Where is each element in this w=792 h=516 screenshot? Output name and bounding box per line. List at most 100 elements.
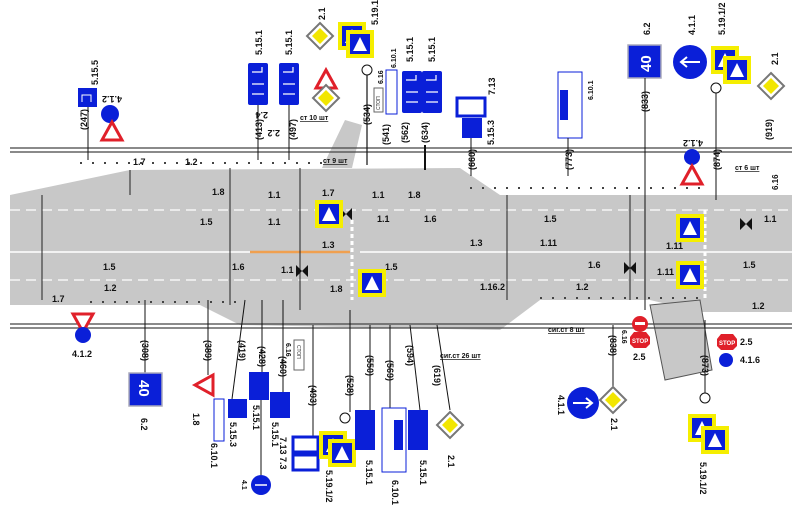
sign-6-10-1-top[interactable]: 6.10.1 (541) — [381, 48, 398, 145]
svg-text:1.11: 1.11 — [657, 267, 674, 277]
crosswalk-sign-icon — [315, 200, 343, 228]
sign-2-1-top[interactable]: 2.1 — [306, 7, 340, 112]
sign-5-19-1-2-bottom[interactable]: (528) 5.19.1/2 — [319, 310, 356, 503]
svg-text:5.15.1: 5.15.1 — [364, 460, 374, 485]
sign-2-1-bottom[interactable]: (619) 2.1 — [432, 324, 464, 468]
svg-text:1.7: 1.7 — [322, 188, 335, 198]
note-signal-posts-8: сиг.ст 8 шт — [548, 327, 585, 334]
svg-text:2.1: 2.1 — [446, 455, 456, 468]
sign-6-2-speed-40-bottom[interactable]: (308) 40 6.2 — [128, 300, 163, 431]
svg-text:1.16.2: 1.16.2 — [480, 282, 505, 292]
svg-text:4.1.1: 4.1.1 — [687, 15, 697, 35]
sign-5-15-5[interactable]: 5.15.5 (247) — [78, 60, 100, 160]
svg-text:(389): (389) — [203, 340, 213, 361]
curb-lines — [10, 147, 792, 329]
sign-4-1-1-bottom[interactable]: 4.1.1 — [556, 387, 599, 419]
sign-5-19-1-2-bottom-right[interactable]: (873) 5.19.1/2 — [688, 320, 729, 495]
svg-text:2.2: 2.2 — [267, 128, 280, 138]
svg-text:1.1: 1.1 — [268, 217, 281, 227]
svg-text:(528): (528) — [345, 375, 355, 396]
svg-text:6.10.1: 6.10.1 — [391, 48, 398, 68]
sign-6-10-1-top-right[interactable]: 6.10.1 (773) — [557, 71, 595, 176]
sign-6-16-top[interactable]: СТОП 6.16 — [373, 70, 385, 113]
svg-text:5.19.1/2: 5.19.1/2 — [324, 470, 334, 503]
svg-text:1.5: 1.5 — [103, 262, 116, 272]
svg-text:(428): (428) — [257, 346, 267, 367]
svg-text:(919): (919) — [764, 119, 774, 140]
svg-text:СТОП: СТОП — [376, 96, 382, 110]
svg-text:(308): (308) — [140, 340, 150, 361]
svg-text:(460): (460) — [278, 356, 288, 377]
svg-text:1.5: 1.5 — [544, 214, 557, 224]
sign-5-15-1-bottom-d[interactable]: (594) 5.15.1 — [405, 324, 428, 485]
svg-text:(497): (497) — [288, 119, 298, 140]
sign-4-1-2-top[interactable]: 4.1.2 — [100, 94, 124, 142]
svg-text:4.1.2: 4.1.2 — [72, 349, 92, 359]
svg-text:5.15.5: 5.15.5 — [90, 60, 100, 85]
traffic-light-icons — [296, 208, 752, 277]
svg-text:6.16: 6.16 — [284, 343, 291, 357]
svg-text:5.19.1/2: 5.19.1/2 — [698, 462, 708, 495]
svg-text:6.2: 6.2 — [642, 22, 652, 35]
sign-6-16-bottom[interactable]: СТОП 6.16 — [284, 339, 305, 371]
svg-text:(413): (413) — [254, 119, 264, 140]
svg-text:6.10.1: 6.10.1 — [588, 80, 595, 100]
sign-5-19-1-top[interactable]: 5.19.1 (534) — [338, 0, 380, 165]
svg-text:1.7: 1.7 — [133, 157, 146, 167]
road-surface — [10, 168, 792, 330]
svg-text:(247): (247) — [79, 109, 89, 130]
svg-text:STOP: STOP — [719, 341, 735, 347]
sign-5-19-1-2-top[interactable]: 5.19.1/2 (874) — [710, 2, 751, 200]
svg-text:7.13: 7.13 — [487, 77, 497, 95]
svg-text:4.1.6: 4.1.6 — [740, 355, 760, 365]
svg-text:(838): (838) — [608, 335, 618, 356]
svg-text:1.1: 1.1 — [268, 190, 281, 200]
svg-text:СТОП: СТОП — [295, 345, 301, 359]
sign-5-15-1-a[interactable]: 5.15.1 (413) 2.4 2.2 — [247, 30, 280, 160]
svg-text:1.1: 1.1 — [372, 190, 385, 200]
sign-6-10-1-5-15-3-bottom[interactable]: (419) 6.10.1 5.15.3 — [209, 299, 247, 468]
svg-text:40: 40 — [135, 380, 152, 397]
svg-text:1.3: 1.3 — [470, 238, 483, 248]
sign-7-13-5-15-3[interactable]: 7.13 5.15.3 (660) — [455, 77, 497, 176]
svg-text:5.15.1: 5.15.1 — [254, 30, 264, 55]
crosswalk-sign-icon — [676, 261, 704, 289]
note-signal-posts-26: сиг.ст 26 шт — [440, 353, 481, 360]
note-posts-9: ст 9 шт — [323, 158, 348, 165]
svg-text:1.5: 1.5 — [200, 217, 213, 227]
svg-text:5.15.1: 5.15.1 — [427, 37, 437, 62]
svg-text:(562): (562) — [400, 122, 410, 143]
sign-4-1-1-top[interactable]: 4.1.1 4.1.2 — [673, 15, 707, 186]
svg-text:2.1: 2.1 — [770, 52, 780, 65]
svg-text:4.1.1: 4.1.1 — [556, 395, 566, 415]
sign-6-10-1-bottom-c[interactable]: (569) 6.10.1 — [381, 325, 407, 505]
svg-text:2.1: 2.1 — [609, 418, 619, 431]
svg-text:(874): (874) — [712, 149, 722, 170]
svg-text:2.5: 2.5 — [740, 337, 753, 347]
svg-text:1.8: 1.8 — [408, 190, 421, 200]
sign-5-15-1-bottom-c[interactable]: (550) 5.15.1 — [355, 325, 375, 485]
sign-4-1-2-bottom[interactable]: 4.1.2 — [71, 312, 95, 359]
sign-2-1-bottom-b[interactable]: (838) 2.1 6.16 — [599, 325, 627, 431]
note-posts-10: ст 10 шт — [300, 115, 329, 122]
svg-text:6.16: 6.16 — [620, 330, 627, 344]
sign-5-15-1-bottom-pair[interactable]: (428) (460) 5.15.1 5.15.1 7.13 7.3 4.1 — [240, 300, 290, 495]
svg-text:6.10.1: 6.10.1 — [209, 443, 219, 468]
sign-5-15-1-c-d[interactable]: 5.15.1 5.15.1 (562) (634) — [400, 37, 443, 170]
svg-text:7.13 7.3: 7.13 7.3 — [278, 437, 288, 470]
sign-stop-right[interactable]: STOP 2.5 4.1.6 — [717, 334, 760, 367]
svg-text:1.7: 1.7 — [52, 294, 65, 304]
svg-text:(550): (550) — [365, 355, 375, 376]
side-road — [322, 120, 362, 168]
sign-5-15-1-b[interactable]: 5.15.1 (497) — [278, 30, 300, 160]
svg-text:1.3: 1.3 — [322, 240, 335, 250]
svg-text:1.5: 1.5 — [385, 262, 398, 272]
svg-text:5.15.1: 5.15.1 — [284, 30, 294, 55]
svg-text:5.15.1: 5.15.1 — [405, 37, 415, 62]
sign-1-8[interactable]: (389) 1.8 — [191, 300, 215, 426]
sign-2-1-top-right[interactable]: 2.1 (919) 6.16 ст 6 шт — [735, 52, 785, 190]
sign-6-2-speed-40-top[interactable]: 40 6.2 (833) — [627, 22, 662, 310]
sign-7-13-7-3-bottom[interactable]: (493) — [291, 325, 320, 472]
sign-no-entry-stop-left[interactable]: STOP 2.5 — [630, 316, 650, 362]
